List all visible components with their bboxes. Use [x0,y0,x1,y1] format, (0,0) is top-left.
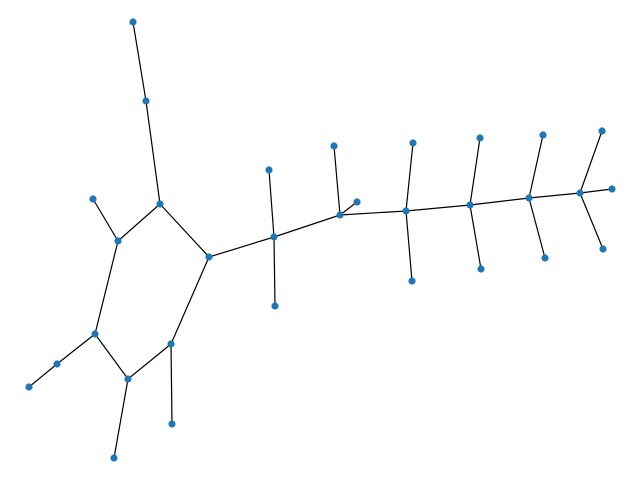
graph-edge [117,203,161,242]
graph-edge [339,210,407,216]
graph-node [402,207,410,215]
graph-node [409,139,417,147]
graph-node [336,211,344,219]
graph-edge [170,343,173,425]
graph-edge [132,21,147,102]
graph-node [142,97,150,105]
graph-node [205,253,213,261]
graph-node [330,142,338,150]
graph-node [599,245,607,253]
graph-node [576,189,584,197]
graph-edge [579,192,604,250]
graph-edge [94,333,129,380]
graph-edge [273,214,341,238]
graph-node [168,420,176,428]
graph-edge [579,188,613,194]
graph-edge [170,256,210,345]
graph-edge [528,134,544,199]
edges-layer [28,21,613,459]
graph-edge [405,210,413,282]
graph-edge [333,145,341,216]
graph-edge [268,169,275,238]
graph-node [408,277,416,285]
graph-edge [145,100,161,205]
graph-edge [28,363,58,388]
graph-node [608,185,616,193]
graph-edge [579,130,603,194]
graph-node [53,360,61,368]
graph-node [477,265,485,273]
graph-edge [528,192,581,199]
graph-node [114,237,122,245]
graph-edge [94,240,119,335]
graph-edge [273,236,276,307]
graph-node [156,200,164,208]
graph-node [110,454,118,462]
graph-node [265,166,273,174]
graph-edge [528,197,546,259]
graph-edge [469,137,481,206]
graph-node [539,131,547,139]
graph-node [271,302,279,310]
graph-node [598,127,606,135]
graph-edge [159,203,210,258]
graph-edge [469,204,482,270]
graph-node [124,375,132,383]
graph-node [129,18,137,26]
graph-node [25,383,33,391]
graph-node [89,195,97,203]
graph-node [270,233,278,241]
graph-node [91,330,99,338]
graph-node [525,194,533,202]
graph-edge [405,142,414,212]
graph-edge [208,236,275,258]
graph-edge [113,378,129,459]
graph-node [541,254,549,262]
graph-node [167,340,175,348]
graph-edge [56,333,96,365]
nodes-layer [25,18,616,462]
graph-edge [127,343,172,380]
graph-node [476,134,484,142]
graph-node [353,198,361,206]
graph-edge [405,204,471,212]
graph-node [466,201,474,209]
graph-edge [92,198,119,242]
graph-edge [469,197,530,206]
